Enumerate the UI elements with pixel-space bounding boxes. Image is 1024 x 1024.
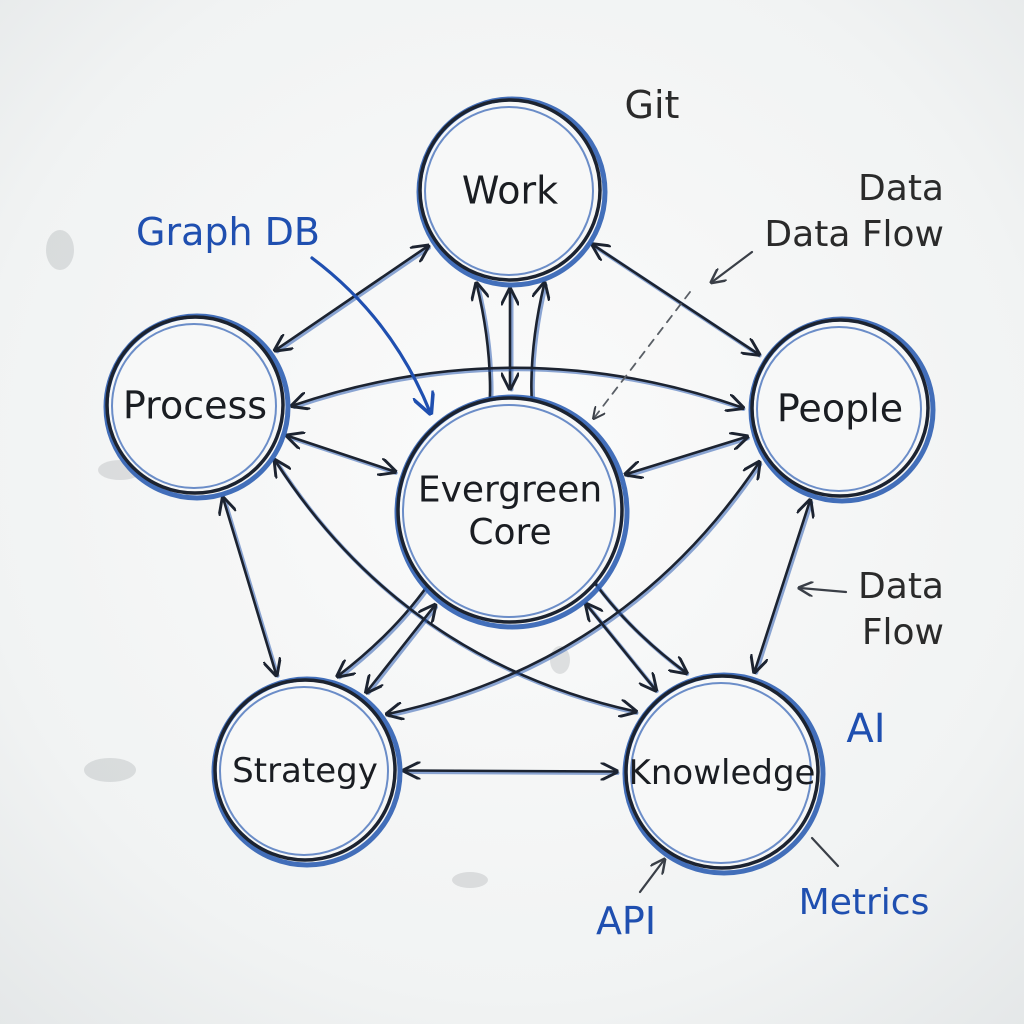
annotation-api: API [596, 899, 656, 943]
node-process[interactable]: Process [103, 313, 291, 501]
node-ring [624, 674, 820, 870]
edge-line [223, 499, 276, 675]
node-inner-ring [402, 404, 616, 618]
edge-line [293, 366, 742, 408]
annotation-text-api: API [596, 899, 656, 943]
node-label-people: People [777, 386, 903, 430]
annotation-text-data-flow-right: Data [858, 566, 944, 607]
edge-core-knowledge [587, 605, 657, 691]
node-label-work: Work [462, 168, 558, 212]
node-work[interactable]: Work [416, 96, 608, 288]
annotation-text-graph-db: Graph DB [136, 210, 320, 254]
annotation-metrics: Metrics [799, 882, 930, 923]
node-label-knowledge: Knowledge [629, 753, 816, 793]
edge-people-knowledge [755, 501, 812, 673]
node-inner-ring [111, 323, 277, 489]
data-flow-right-pointer [800, 588, 848, 592]
edge-process-strategy [223, 499, 277, 676]
annotation-ai: AI [846, 706, 885, 752]
graph-db-pointer [310, 256, 430, 412]
api-pointer [638, 860, 664, 894]
node-inner-ring [630, 682, 812, 864]
node-fill [420, 100, 600, 280]
metrics-tick [810, 836, 840, 868]
node-strategy[interactable]: Strategy [211, 676, 403, 868]
node-fill [215, 680, 395, 860]
node-ring [418, 98, 602, 282]
edges-layer [223, 245, 811, 773]
edge-work-core [510, 290, 512, 392]
node-ring [105, 315, 285, 495]
annotation-arrows-layer [310, 250, 848, 894]
data-flow-dashed-pointer [594, 291, 691, 418]
edge-line [405, 771, 616, 772]
annotation-text-data-flow-top: Data Flow [764, 214, 944, 255]
annotation-text-ai: AI [846, 706, 885, 752]
edge-line [587, 605, 656, 690]
node-label-core: Evergreen [418, 469, 602, 510]
node-ring [750, 318, 930, 498]
node-knowledge[interactable]: Knowledge [622, 672, 826, 876]
node-fill [752, 320, 928, 496]
data-flow-top-pointer [712, 250, 754, 282]
annotation-text-git: Git [625, 83, 680, 127]
node-label-core: Core [468, 512, 551, 553]
edge-process-people [293, 366, 744, 409]
node-fill [107, 317, 283, 493]
edge-strategy-knowledge [405, 771, 620, 774]
edge-line [755, 501, 810, 671]
edge-core-strategy [367, 606, 436, 693]
node-label-process: Process [123, 383, 267, 427]
node-ring [396, 396, 624, 624]
edge-line [367, 606, 435, 692]
annotation-text-metrics: Metrics [799, 882, 930, 923]
node-inner-ring [424, 106, 594, 276]
annotation-text-data-flow-top: Data [858, 168, 944, 209]
annotation-graph-db: Graph DB [136, 210, 320, 254]
node-people[interactable]: People [748, 316, 936, 504]
annotation-text-data-flow-right: Flow [862, 612, 944, 653]
node-label-strategy: Strategy [232, 751, 378, 791]
node-inner-ring [756, 326, 922, 492]
node-fill [398, 398, 622, 622]
node-ring [213, 678, 397, 862]
node-inner-ring [219, 686, 389, 856]
annotation-git: Git [625, 83, 680, 127]
node-fill [626, 676, 818, 868]
